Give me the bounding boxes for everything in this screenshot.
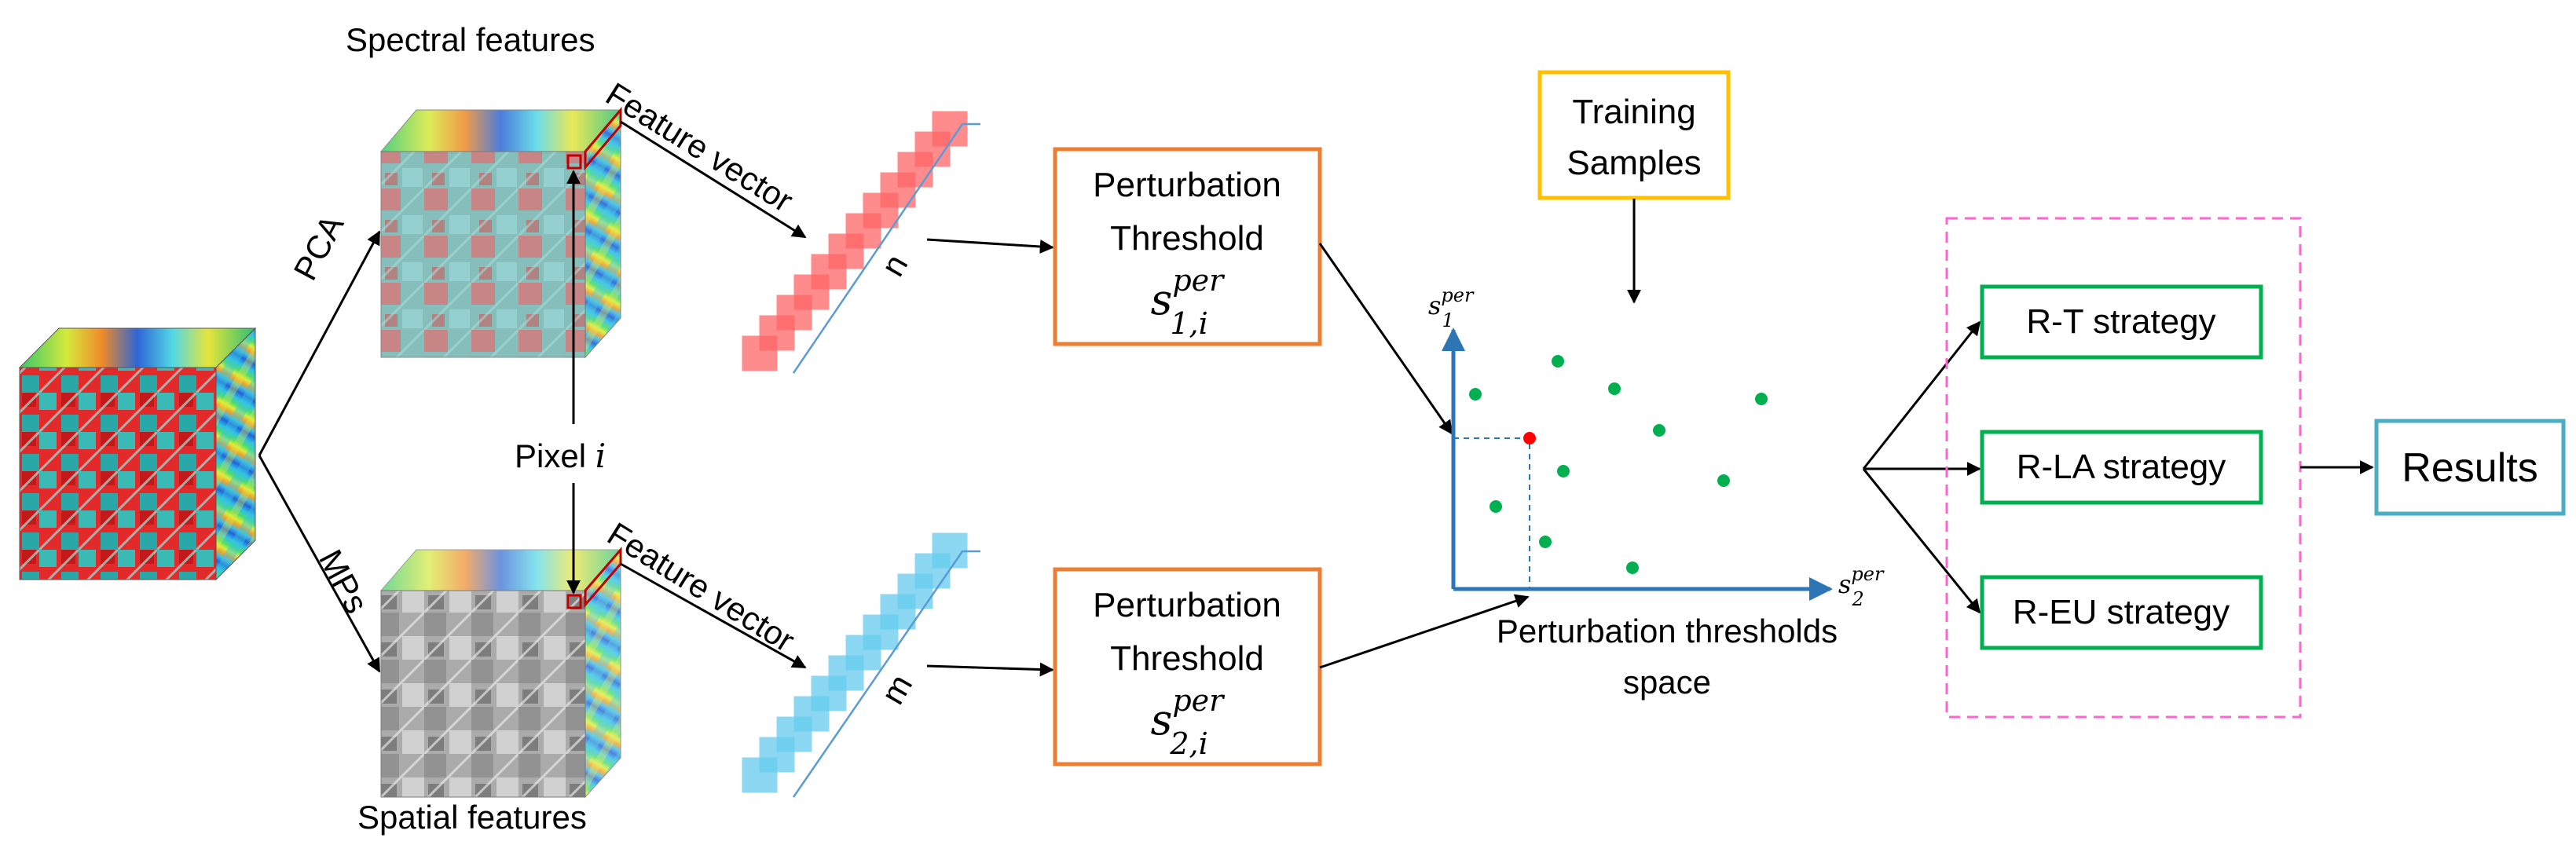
space-caption-line1: Perturbation thresholds [1497, 613, 1838, 649]
results-box: Results [2374, 419, 2566, 516]
mps-arrow [258, 455, 381, 673]
space-caption-line2: space [1623, 664, 1711, 701]
pixel-label: Pixel i [515, 437, 606, 475]
spectral-vector-cells [742, 111, 968, 371]
strategy-rla-label: R-LA strategy [2017, 448, 2226, 486]
training-line2: Samples [1566, 144, 1701, 182]
to-threshold-2-arrow [926, 662, 1054, 677]
vector-length-bracket-n [792, 123, 980, 374]
pixel-marker-top [566, 154, 582, 170]
test-pixel-point [1523, 432, 1536, 444]
training-sample-point [1755, 393, 1768, 405]
threshold-1-line1: Perturbation [1093, 166, 1281, 204]
strategy-rt: R-T strategy [1980, 284, 2263, 360]
spectral-features-cube [379, 106, 622, 359]
training-line1: Training [1572, 93, 1695, 131]
training-sample-point [1653, 424, 1665, 437]
spectral-features-label: Spectral features [346, 21, 595, 58]
strategy-reu-label: R-EU strategy [2013, 593, 2230, 631]
sample-points [1469, 355, 1768, 574]
feature-vector-bottom-label: Feature vector [601, 515, 801, 659]
feature-vector-top-arrow [620, 120, 807, 239]
spatial-feature-vector: m [742, 532, 980, 798]
results-label: Results [2402, 445, 2538, 491]
feature-vector-top-label: Feature vector [599, 75, 800, 219]
pixel-marker-bottom [566, 594, 582, 609]
training-sample-point [1608, 382, 1621, 395]
training-sample-point [1552, 355, 1564, 368]
to-reu-arrow [1862, 468, 1981, 614]
spectral-vector-cell [932, 111, 968, 147]
pixel-column-top [584, 106, 622, 171]
training-sample-point [1490, 500, 1502, 513]
training-sample-point [1469, 388, 1482, 401]
input-hyperspectral-cube [18, 327, 257, 581]
spatial-vector-cell [932, 532, 968, 569]
threshold-2-to-space-arrow [1319, 594, 1530, 669]
strategy-rla: R-LA strategy [1980, 430, 2263, 505]
training-samples-box: Training Samples [1537, 70, 1731, 200]
red-point-guides [1453, 437, 1530, 589]
threshold-1-line2: Threshold [1110, 219, 1264, 258]
to-threshold-1-arrow [926, 238, 1054, 254]
to-rt-arrow [1862, 320, 1981, 470]
training-sample-point [1557, 465, 1570, 477]
n-label: n [874, 248, 914, 283]
strategy-reu: R-EU strategy [1980, 575, 2263, 650]
spatial-vector-cells [742, 532, 968, 793]
feature-vector-bottom-arrow [620, 562, 807, 669]
threshold-1-to-space-arrow [1318, 243, 1453, 435]
training-sample-point [1626, 562, 1639, 574]
training-sample-point [1717, 474, 1730, 487]
strategy-rt-label: R-T strategy [2026, 302, 2215, 341]
spectral-feature-vector: n [742, 111, 980, 374]
pca-arrow [258, 230, 381, 456]
vector-length-bracket-m [792, 550, 980, 798]
threshold-2-line1: Perturbation [1093, 586, 1281, 624]
m-label: m [874, 668, 919, 711]
training-sample-point [1539, 536, 1552, 548]
pca-label: PCA [286, 209, 350, 286]
spatial-features-label: Spatial features [357, 799, 587, 836]
threshold-2-line2: Threshold [1110, 639, 1264, 678]
spatial-features-cube [379, 546, 622, 799]
